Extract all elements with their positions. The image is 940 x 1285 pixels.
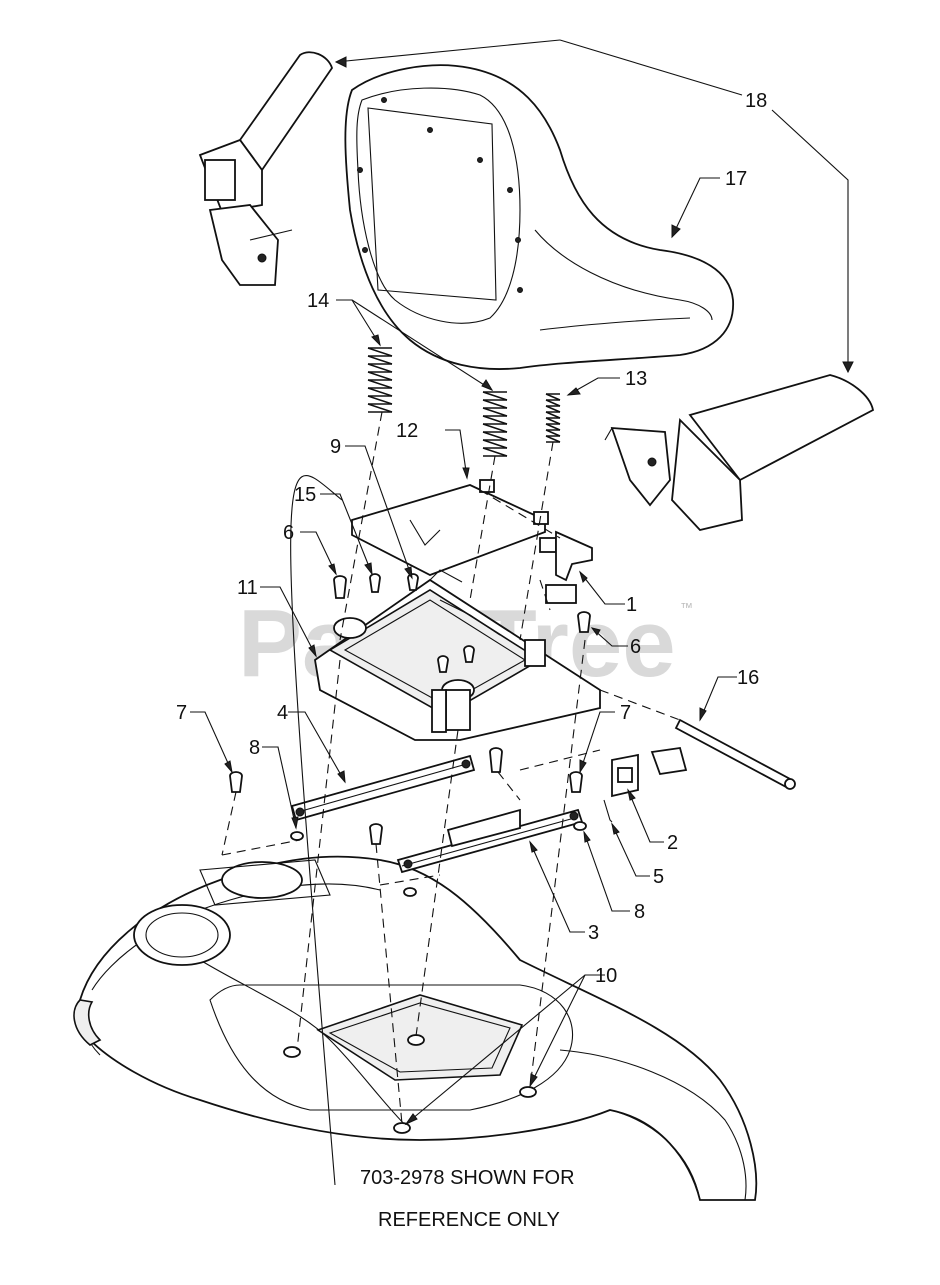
callout-9: 9 xyxy=(330,436,341,458)
seat-pan-lid xyxy=(351,479,549,576)
callout-11: 11 xyxy=(237,577,258,599)
caption-line-2: REFERENCE ONLY xyxy=(378,1209,560,1231)
leader-lines xyxy=(190,39,854,1186)
assembly-lines xyxy=(221,411,681,1125)
fender-body xyxy=(73,855,758,1201)
callout-6-right: 6 xyxy=(630,636,641,658)
callout-7-left: 7 xyxy=(176,702,187,724)
callout-3: 3 xyxy=(588,922,599,944)
seat xyxy=(344,64,734,370)
seat-switch xyxy=(603,746,688,823)
armrest-left xyxy=(198,51,333,286)
hardware xyxy=(229,573,591,1134)
callout-15: 15 xyxy=(294,484,316,506)
callout-6-left: 6 xyxy=(283,522,294,544)
watermark-trademark: ™ xyxy=(680,600,693,615)
callout-7-right: 7 xyxy=(620,702,631,724)
callout-8-left: 8 xyxy=(249,737,260,759)
callout-13: 13 xyxy=(625,368,647,390)
slide-rail-3 xyxy=(396,808,584,874)
spring-13 xyxy=(545,393,561,443)
slide-rail-4 xyxy=(290,754,476,822)
bracket-1 xyxy=(545,530,593,604)
spring-14-right xyxy=(482,391,508,457)
callout-12: 12 xyxy=(396,420,418,442)
callout-2: 2 xyxy=(667,832,678,854)
callout-1: 1 xyxy=(626,594,637,616)
pivot-rod xyxy=(674,718,796,790)
callout-17: 17 xyxy=(725,168,747,190)
caption-line-1: 703-2978 SHOWN FOR xyxy=(360,1167,575,1189)
callout-5: 5 xyxy=(653,866,664,888)
callout-4: 4 xyxy=(277,702,288,724)
callout-8-right: 8 xyxy=(634,901,645,923)
callout-10: 10 xyxy=(595,965,617,987)
spring-14-left xyxy=(367,347,393,413)
armrest-right xyxy=(604,374,875,531)
callout-14: 14 xyxy=(307,290,329,312)
callout-16: 16 xyxy=(737,667,759,689)
seat-pan xyxy=(314,537,601,741)
callout-18: 18 xyxy=(745,90,767,112)
